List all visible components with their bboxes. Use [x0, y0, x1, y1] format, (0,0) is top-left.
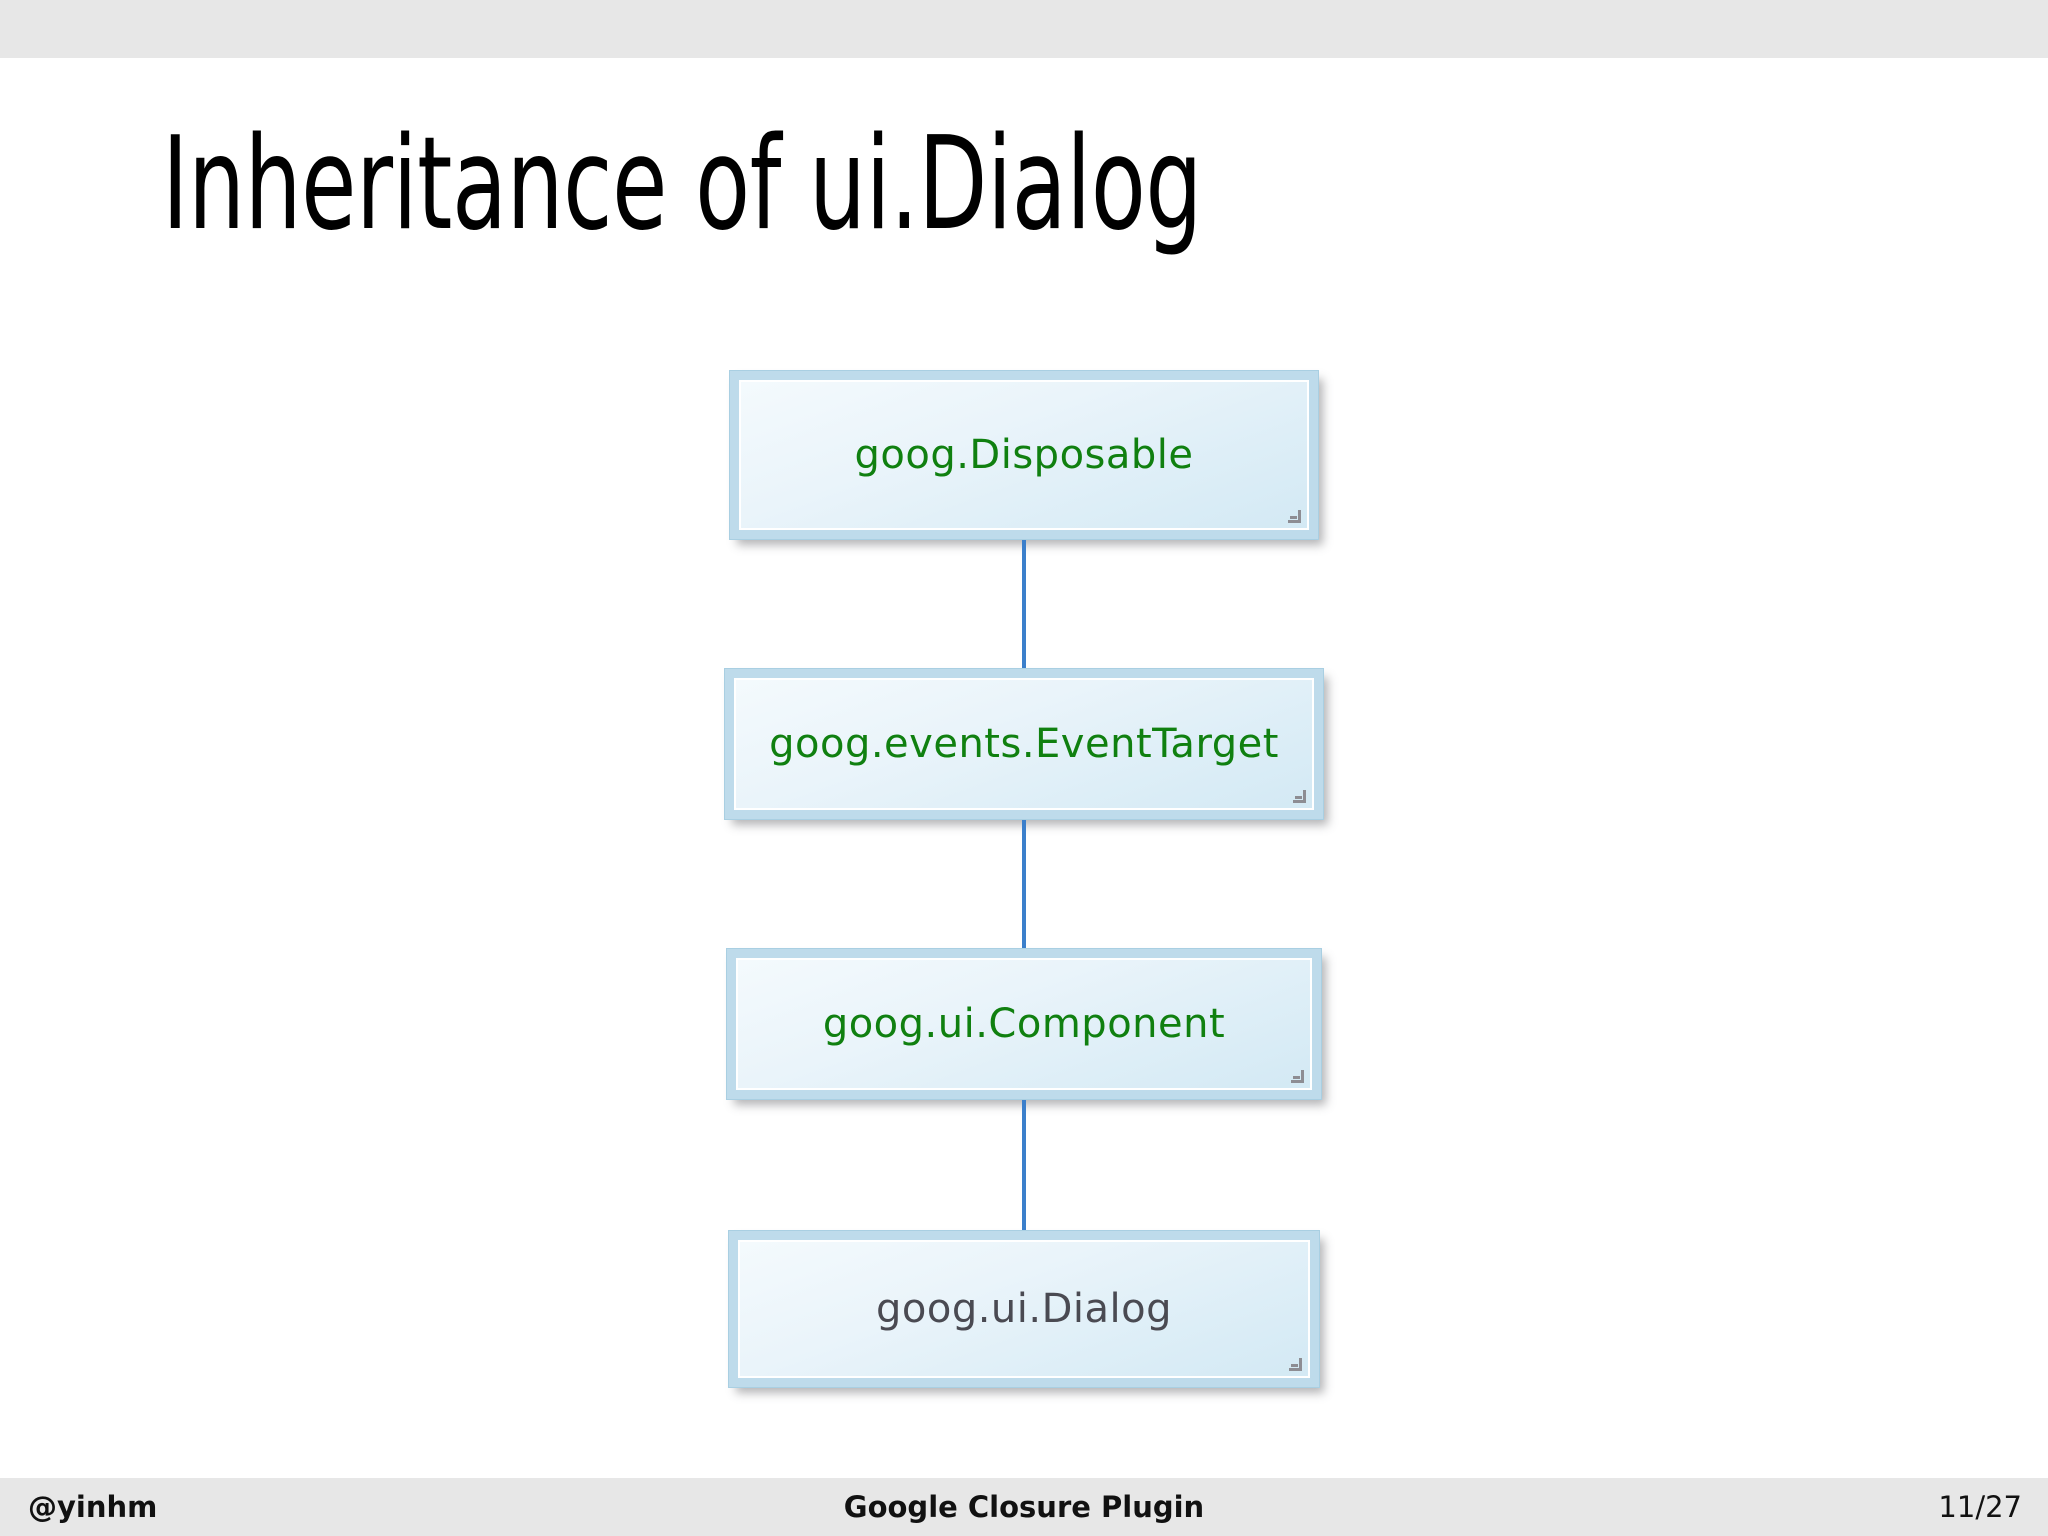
inheritance-diagram: goog.Disposable goog.events.EventTarget …: [0, 370, 2048, 1410]
diagram-node-dialog[interactable]: goog.ui.Dialog: [728, 1230, 1320, 1388]
node-label: goog.events.EventTarget: [769, 721, 1279, 767]
connector-component-to-dialog: [1022, 1100, 1026, 1234]
footer-deck-title: Google Closure Plugin: [843, 1490, 1205, 1524]
node-label: goog.ui.Component: [822, 1001, 1226, 1047]
connector-eventtarget-to-component: [1022, 820, 1026, 952]
node-label: goog.Disposable: [854, 432, 1194, 478]
resize-grip-icon: [1288, 510, 1301, 523]
diagram-node-component[interactable]: goog.ui.Component: [726, 948, 1322, 1100]
resize-grip-icon: [1291, 1070, 1304, 1083]
diagram-node-eventtarget[interactable]: goog.events.EventTarget: [724, 668, 1324, 820]
footer-page-number: 11/27: [1938, 1490, 2022, 1524]
slide-header-band: [0, 0, 2048, 58]
node-label: goog.ui.Dialog: [875, 1286, 1173, 1332]
slide-footer: @yinhm Google Closure Plugin 11/27: [0, 1478, 2048, 1536]
page-title: Inheritance of ui.Dialog: [162, 110, 1203, 259]
footer-author: @yinhm: [28, 1490, 158, 1524]
diagram-node-disposable[interactable]: goog.Disposable: [729, 370, 1319, 540]
resize-grip-icon: [1289, 1358, 1302, 1371]
resize-grip-icon: [1293, 790, 1306, 803]
connector-disposable-to-eventtarget: [1022, 540, 1026, 670]
